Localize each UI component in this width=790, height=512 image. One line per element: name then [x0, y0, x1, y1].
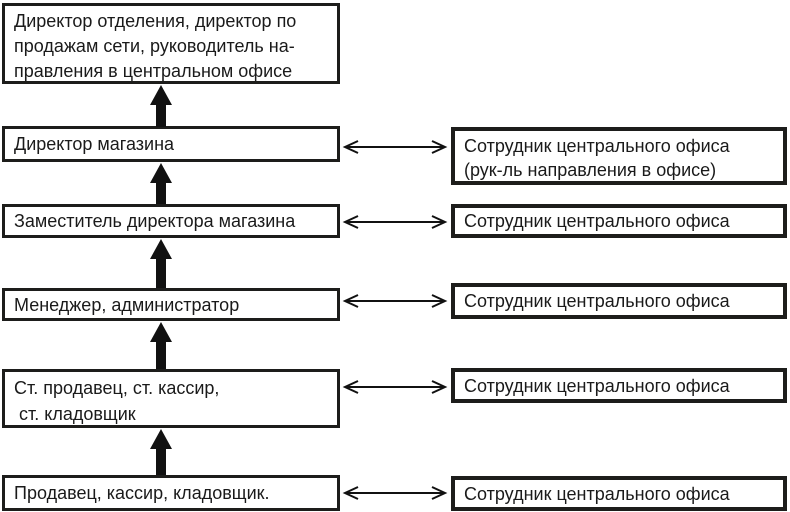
office-box-employee-2: Сотрудник центрального офиса: [451, 283, 787, 319]
arrow-head: [150, 239, 172, 259]
up-arrow-icon: [150, 163, 172, 204]
double-arrow-icon: [342, 292, 448, 310]
arrow-stem: [156, 183, 166, 204]
org-box-label: Директор магазина: [14, 134, 175, 154]
office-box-employee-3: Сотрудник центрального офиса: [451, 368, 787, 403]
arrow-stem: [156, 342, 166, 369]
double-arrow-icon: [342, 138, 448, 156]
up-arrow-icon: [150, 322, 172, 369]
double-arrow-icon: [342, 213, 448, 231]
office-box-label: Сотрудник центрального офиса (рук-ль нап…: [464, 136, 730, 180]
arrow-stem: [156, 449, 166, 475]
arrow-head: [150, 429, 172, 449]
double-arrow-icon: [342, 378, 448, 396]
org-box-label: Продавец, кассир, кладовщик.: [14, 483, 270, 503]
org-box-staff: Продавец, кассир, кладовщик.: [2, 475, 340, 511]
up-arrow-icon: [150, 85, 172, 127]
double-arrow-icon: [342, 484, 448, 502]
org-box-division-director: Директор отделения, директор по продажам…: [2, 3, 340, 84]
org-box-store-director: Директор магазина: [2, 126, 340, 162]
arrow-head: [150, 85, 172, 105]
org-box-manager-administrator: Менеджер, администратор: [2, 288, 340, 321]
arrow-stem: [156, 105, 166, 127]
org-box-label: Ст. продавец, ст. кассир, ст. кладовщик: [14, 378, 220, 424]
org-box-label: Директор отделения, директор по продажам…: [14, 11, 297, 81]
up-arrow-icon: [150, 239, 172, 288]
office-box-label: Сотрудник центрального офиса: [464, 291, 730, 311]
org-box-label: Менеджер, администратор: [14, 294, 240, 315]
office-box-label: Сотрудник центрального офиса: [464, 483, 730, 504]
office-box-label: Сотрудник центрального офиса: [464, 375, 730, 396]
office-box-label: Сотрудник центрального офиса: [464, 211, 730, 231]
org-box-senior-staff: Ст. продавец, ст. кассир, ст. кладовщик: [2, 369, 340, 428]
arrow-stem: [156, 259, 166, 288]
up-arrow-icon: [150, 429, 172, 475]
arrow-head: [150, 322, 172, 342]
org-box-deputy-director: Заместитель директора магазина: [2, 204, 340, 238]
office-box-direction-head: Сотрудник центрального офиса (рук-ль нап…: [451, 127, 787, 185]
org-box-label: Заместитель директора магазина: [14, 211, 296, 231]
office-box-employee-4: Сотрудник центрального офиса: [451, 476, 787, 511]
office-box-employee-1: Сотрудник центрального офиса: [451, 204, 787, 238]
arrow-head: [150, 163, 172, 183]
